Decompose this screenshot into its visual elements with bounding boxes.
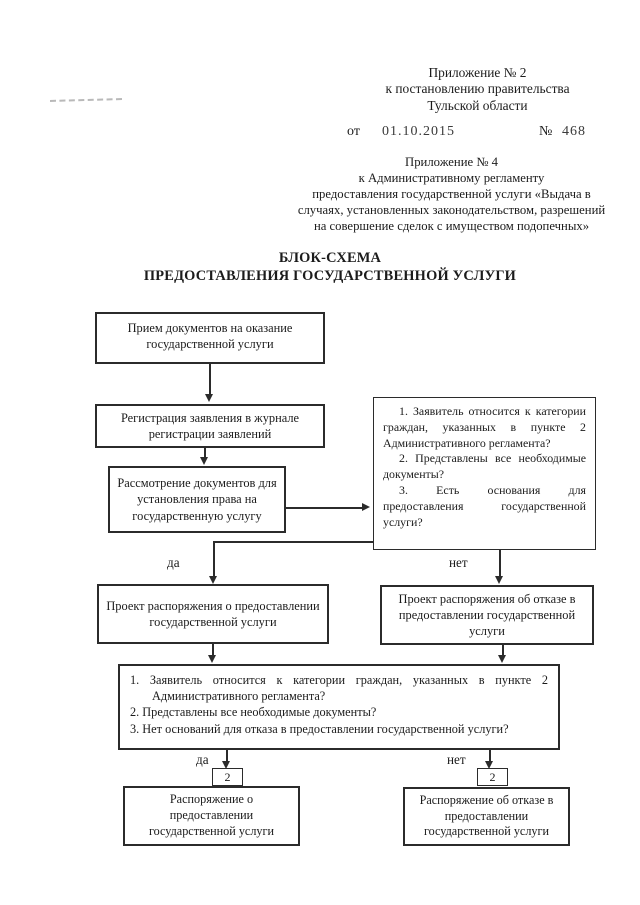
decision-2-item: 2. Представлены все необходимые документ…	[130, 705, 377, 720]
appendix-2-header: Приложение № 2 к постановлению правитель…	[335, 65, 620, 114]
decree-number-sign: №	[539, 124, 553, 139]
flow-line	[204, 448, 206, 459]
appendix-4-line: Приложение № 4	[405, 155, 498, 169]
flow-line	[212, 644, 214, 656]
yes-label: да	[196, 752, 209, 767]
arrow-down-icon	[498, 655, 506, 663]
appendix-2-line: к постановлению правительства	[385, 81, 570, 97]
decision-1-item: 2. Представлены все необходимые документ…	[383, 451, 586, 482]
order-refusal-box: Распоряжение об отказе в предоставлении …	[403, 787, 570, 846]
appendix-4-line: предоставления государственной услуги «В…	[312, 187, 591, 201]
draft-grant-order-box: Проект распоряжения о предоставлении гос…	[97, 584, 329, 644]
decision-box-1: 1. Заявитель относится к категории гражд…	[373, 397, 596, 550]
decision-2-item: 1. Заявитель относится к категории гражд…	[130, 673, 548, 704]
arrow-down-icon	[200, 457, 208, 465]
no-label: нет	[447, 752, 466, 767]
appendix-4-line: случаях, установленных законодательством…	[297, 203, 606, 217]
title-line: ПРЕДОСТАВЛЕНИЯ ГОСУДАРСТВЕННОЙ УСЛУГИ	[143, 268, 517, 284]
arrow-down-icon	[208, 655, 216, 663]
decision-2-item: 3. Нет оснований для отказа в предоставл…	[130, 721, 509, 736]
decision-1-item: 3. Есть основания для предоставления гос…	[383, 483, 586, 529]
page-title: БЛОК-СХЕМА ПРЕДОСТАВЛЕНИЯ ГОСУДАРСТВЕННО…	[20, 249, 640, 285]
appendix-4-header: Приложение № 4 к Административному регла…	[283, 154, 620, 234]
arrow-down-icon	[209, 576, 217, 584]
decision-1-item: 1. Заявитель относится к категории гражд…	[383, 404, 586, 450]
no-branch-line	[489, 750, 491, 763]
connector-2-left: 2	[212, 768, 243, 786]
decision-box-2: 1. Заявитель относится к категории гражд…	[118, 664, 560, 750]
appendix-2-line: Приложение № 2	[428, 65, 527, 80]
pencil-mark	[49, 98, 123, 102]
review-documents-box: Рассмотрение документов для установления…	[108, 466, 286, 533]
register-application-box: Регистрация заявления в журнале регистра…	[95, 404, 325, 448]
yes-branch-line	[213, 541, 373, 543]
arrow-down-icon	[485, 761, 493, 769]
decree-number: 468	[562, 124, 586, 139]
arrow-right-icon	[362, 503, 370, 511]
draft-refusal-order-box: Проект распоряжения об отказе в предоста…	[380, 585, 594, 645]
title-line: БЛОК-СХЕМА	[278, 250, 382, 266]
yes-branch-line	[213, 541, 215, 577]
yes-branch-line	[226, 750, 228, 763]
no-label: нет	[449, 555, 468, 570]
decree-date: 01.10.2015	[382, 124, 455, 139]
appendix-4-line: к Административному регламенту	[358, 171, 545, 185]
arrow-down-icon	[495, 576, 503, 584]
yes-label: да	[167, 555, 180, 570]
arrow-down-icon	[205, 394, 213, 402]
decree-from-label: от	[347, 124, 360, 139]
appendix-2-line: Тульской области	[427, 97, 528, 113]
no-branch-line	[499, 550, 501, 577]
receive-documents-box: Прием документов на оказание государстве…	[95, 312, 325, 364]
flow-line	[209, 364, 211, 396]
arrow-down-icon	[222, 761, 230, 769]
flow-line	[286, 507, 364, 509]
connector-2-right: 2	[477, 768, 508, 786]
appendix-4-line: на совершение сделок с имуществом подопе…	[313, 219, 590, 233]
flow-line	[502, 645, 504, 656]
order-grant-box: Распоряжение о предоставлении государств…	[123, 786, 300, 846]
